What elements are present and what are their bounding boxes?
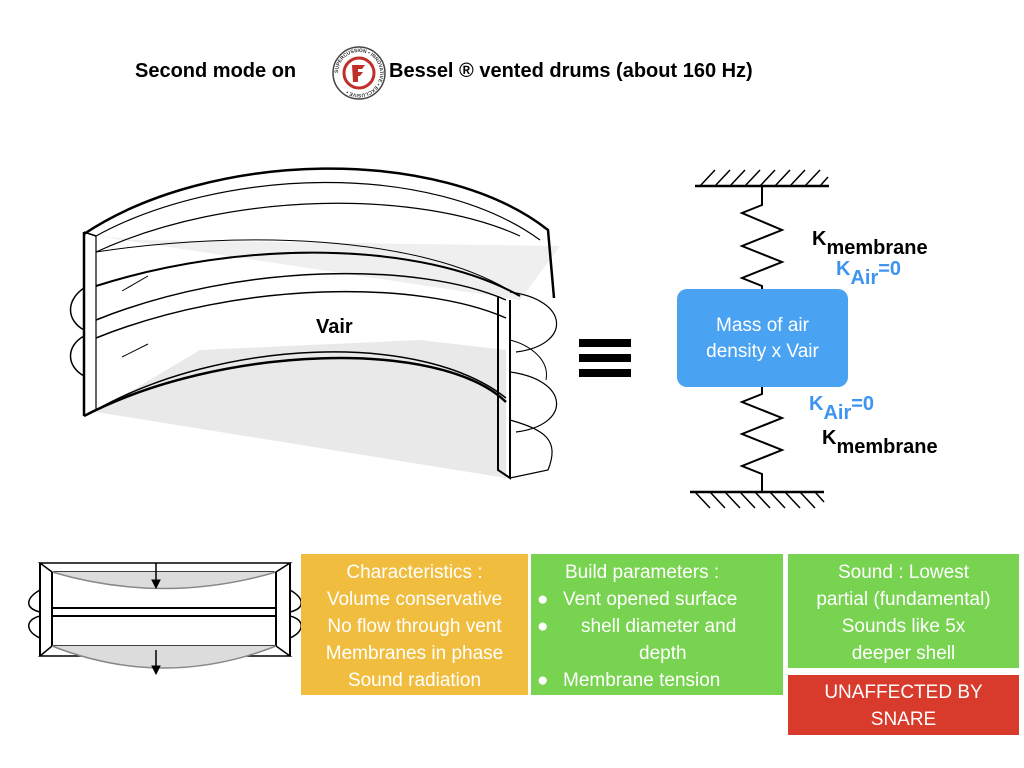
sound-line: Sounds like 5x (841, 616, 966, 637)
cross-section-drawing (28, 562, 302, 676)
title-right-text: Bessel ® vented drums (about 160 Hz) (389, 60, 753, 82)
k-air-top-val: =0 (878, 258, 902, 280)
mass-label-line1: Mass of air (716, 315, 809, 336)
bottom-spring (739, 386, 785, 492)
mass-label-line2: density x Vair (706, 341, 819, 362)
build-item: ●shell diameter and (537, 616, 737, 637)
build-item-continued: depth (639, 643, 687, 664)
characteristics-line: Volume conservative (326, 589, 503, 610)
k-membrane-top-sub: membrane (826, 237, 928, 259)
snare-line: SNARE (870, 709, 937, 730)
bottom-ground-hatch (694, 491, 825, 509)
sound-line: deeper shell (851, 643, 956, 664)
drum-shell-drawing (69, 167, 560, 480)
top-ground-hatch (699, 169, 829, 187)
snare-line: UNAFFECTED BY (824, 682, 983, 703)
k-air-bottom-val: =0 (851, 393, 875, 415)
k-membrane-top-k: K (812, 228, 827, 250)
drum-volume-label: Vair (316, 316, 353, 338)
characteristics-title: Characteristics : (346, 562, 483, 583)
characteristics-line: No flow through vent (327, 616, 502, 637)
characteristics-box: Characteristics : Volume conservative No… (301, 554, 528, 695)
equivalence-symbol (579, 339, 631, 377)
snare-box: UNAFFECTED BY SNARE (788, 675, 1019, 735)
k-air-bottom-k: K (809, 393, 824, 415)
build-item: ●Membrane tension (537, 670, 721, 691)
sound-line: Sound : Lowest (838, 562, 969, 583)
k-membrane-top-label: Kmembrane (812, 228, 928, 259)
k-air-top-sub: Air (850, 267, 879, 289)
title-left-text: Second mode on (135, 60, 297, 82)
build-parameters-title: Build parameters : (565, 562, 720, 583)
supercussion-logo: SUPERCUSSION • INNOVATIVE • EXCLUSIVE • (332, 46, 386, 100)
sound-box: Sound : Lowest partial (fundamental) Sou… (788, 554, 1019, 668)
k-air-top-k: K (836, 258, 851, 280)
mass-box (677, 289, 848, 387)
k-membrane-bottom-sub: membrane (836, 436, 938, 458)
k-membrane-bottom-label: Kmembrane (822, 427, 938, 458)
k-air-bottom-label: KAir=0 (809, 393, 875, 424)
characteristics-line: Sound radiation (347, 670, 482, 691)
k-air-top-label: KAir=0 (836, 258, 902, 289)
build-item: ●Vent opened surface (537, 589, 738, 610)
k-membrane-bottom-k: K (822, 427, 837, 449)
mass-label: Mass of air density x Vair (677, 313, 848, 365)
page-title: Second mode on SUPERCUSSION • INNOVATIVE… (0, 46, 1024, 100)
k-air-bottom-sub: Air (823, 402, 852, 424)
build-parameters-box: Build parameters : ●Vent opened surface … (531, 554, 783, 695)
top-spring (739, 186, 785, 292)
spring-mass-model (690, 169, 829, 509)
characteristics-line: Membranes in phase (325, 643, 504, 664)
sound-line: partial (fundamental) (816, 589, 991, 610)
